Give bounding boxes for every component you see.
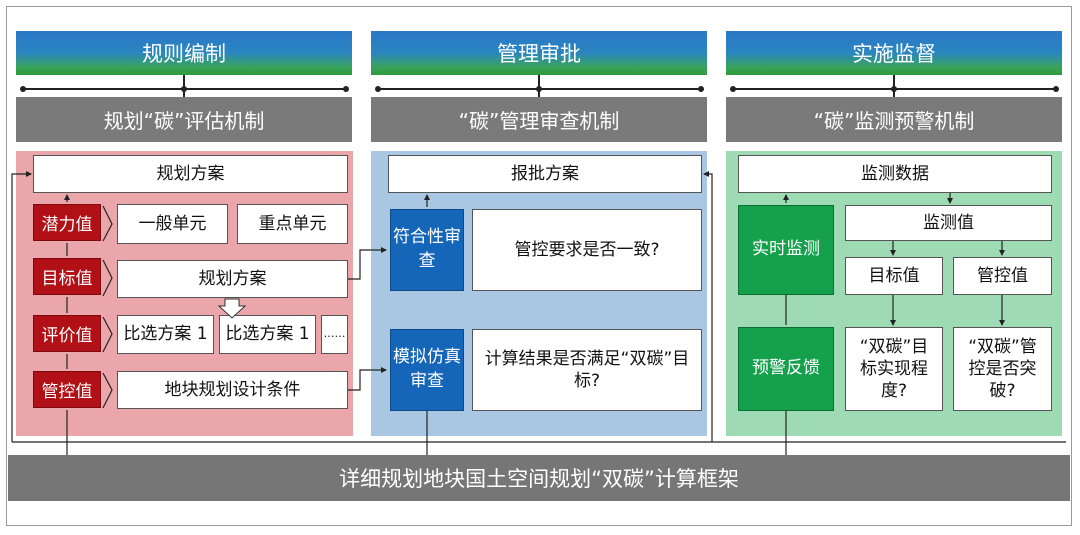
header-supervision: 实施监督 [726,31,1062,75]
conformity-review: 符合性审查 [390,209,464,291]
timeline-connector [183,75,185,97]
timeline-dot [375,86,381,92]
timeline-connector [893,75,895,97]
carbon-calculation-framework: 详细规划地块国土空间规划“双碳”计算框架 [8,455,1070,501]
simulation-review: 模拟仿真审查 [390,329,464,411]
header-approval: 管理审批 [371,31,707,75]
mechanism-evaluation: 规划“碳”评估机制 [16,97,352,142]
plan-scheme-top: 规划方案 [33,155,348,193]
question-target-achievement: “双碳”目标实现程度? [845,327,943,411]
plot-design-conditions: 地块规划设计条件 [117,371,348,409]
question-control-consistency: 管控要求是否一致? [472,209,702,291]
alternative-scheme-2: 比选方案 1 [219,315,316,354]
timeline-dot [698,86,704,92]
warning-feedback: 预警反馈 [738,327,834,411]
monitor-value: 监测值 [845,205,1052,241]
label-control: 管控值 [33,371,101,408]
mechanism-review: “碳”管理审查机制 [371,97,707,142]
label-target: 目标值 [33,258,101,295]
plan-scheme: 规划方案 [117,260,348,298]
timeline-connector [538,75,540,97]
timeline-dot [730,86,736,92]
control-value: 管控值 [953,257,1052,295]
outer-frame [6,6,1072,526]
timeline-dot [343,86,349,92]
label-evaluation: 评价值 [33,315,101,352]
timeline-dot [1053,86,1059,92]
monitoring-data: 监测数据 [738,155,1052,193]
approval-scheme: 报批方案 [388,155,702,193]
question-control-breach: “双碳”管控是否突破? [953,327,1052,411]
unit-general: 一般单元 [117,204,228,244]
alternative-more: …… [321,315,348,354]
label-potential: 潜力值 [33,204,101,241]
header-rule-making: 规则编制 [16,31,352,75]
timeline-dot [20,86,26,92]
question-carbon-target: 计算结果是否满足“双碳”目标? [472,329,702,411]
realtime-monitoring: 实时监测 [738,205,834,295]
mechanism-monitoring: “碳”监测预警机制 [726,97,1062,142]
alternative-scheme-1: 比选方案 1 [117,315,214,354]
target-value: 目标值 [845,257,943,295]
unit-key: 重点单元 [237,204,348,244]
